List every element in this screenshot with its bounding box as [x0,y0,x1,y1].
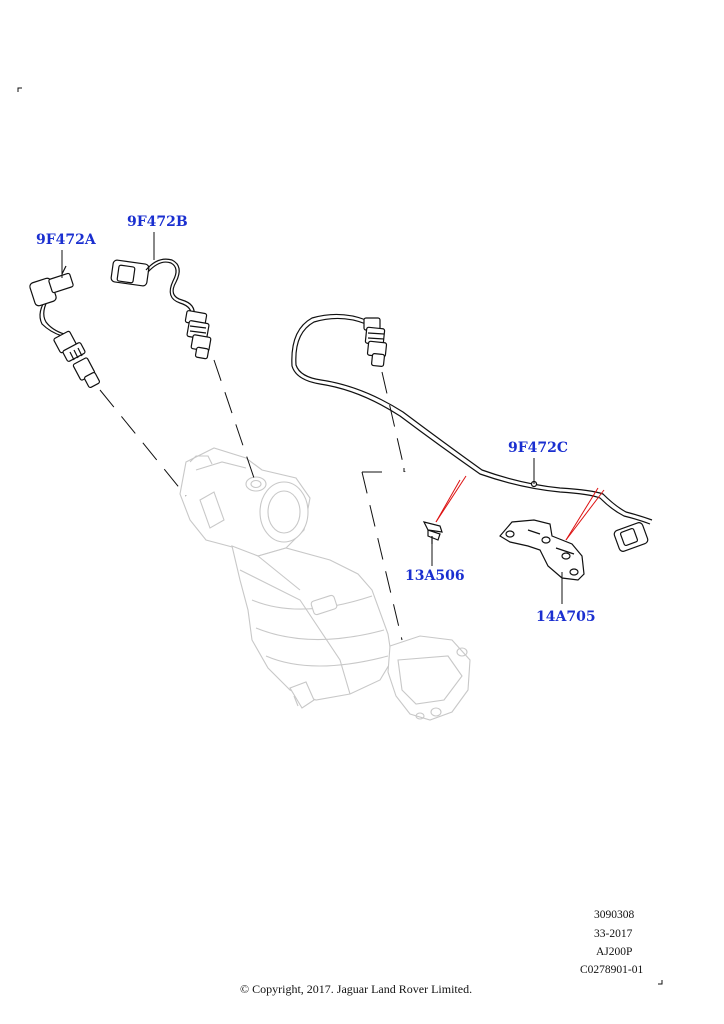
oxygen-sensor-9F472C[interactable] [291,313,653,552]
leader-lines [61,232,605,604]
date-code: 33-2017 [594,928,633,940]
catalytic-converter-ghost [179,447,471,721]
callout-9F472C[interactable]: 9F472C [508,440,569,456]
oxygen-sensor-9F472B[interactable] [110,258,212,360]
callout-14A705[interactable]: 14A705 [536,609,596,625]
drawing-reference: C0278901-01 [580,964,644,976]
corner-mark-top-left [17,87,22,92]
illustration-number: 3090308 [594,909,635,921]
callout-13A506[interactable]: 13A506 [405,568,465,584]
harness-clip-13A506[interactable] [422,521,443,544]
oxygen-sensor-9F472A[interactable] [29,265,101,389]
callout-9F472A[interactable]: 9F472A [36,232,96,248]
copyright-notice: © Copyright, 2017. Jaguar Land Rover Lim… [240,982,473,996]
engine-code: AJ200P [596,946,633,958]
corner-mark-bottom-right [658,980,663,985]
installation-dash-lines [99,359,406,641]
mounting-bracket-14A705[interactable] [499,519,585,581]
callout-9F472B[interactable]: 9F472B [127,214,188,230]
